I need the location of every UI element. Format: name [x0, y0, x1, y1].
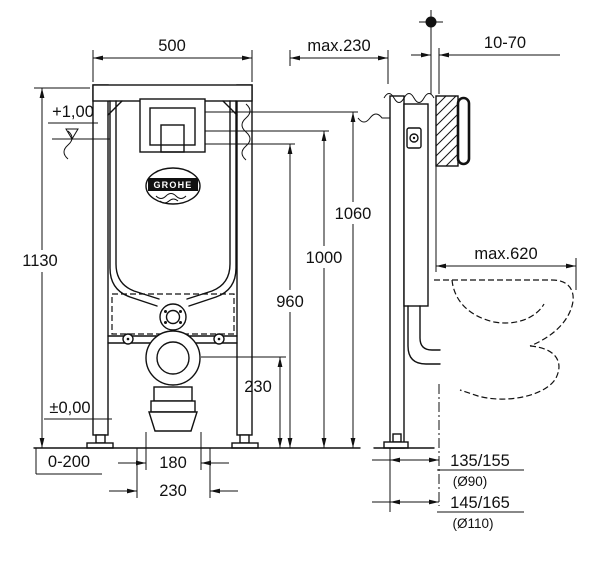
toilet-bowl-outline [434, 279, 574, 506]
dim-1060: 1060 [335, 205, 372, 223]
wall-section-hatch [435, 95, 459, 167]
flush-bend-flange [159, 303, 187, 331]
dim-max-620: max.620 [474, 245, 537, 263]
dim-10-70: 10-70 [484, 34, 526, 52]
front-view-dimensions [33, 50, 389, 498]
dia-90: (Ø90) [453, 474, 488, 489]
front-view-cistern [109, 100, 237, 307]
dimension-labels: 500 max.230 10-70 1130 +1,00 ±0,00 1060 … [22, 34, 537, 531]
dim-230-bottom: 230 [159, 482, 187, 500]
dim-145-165: 145/165 [450, 494, 510, 512]
outlet-clamp-and-foot [148, 386, 198, 432]
dim-0-200: 0-200 [48, 453, 90, 471]
brand-label: GROHE [153, 180, 192, 190]
dim-180: 180 [159, 454, 187, 472]
dim-135-155: 135/155 [450, 452, 510, 470]
dia-110: (Ø110) [452, 516, 493, 531]
side-view-dimensions [357, 48, 577, 513]
fixing-bolts [122, 333, 225, 345]
dim-500: 500 [158, 37, 186, 55]
level-zero: ±0,00 [49, 399, 90, 417]
front-view-frame [86, 84, 259, 449]
waste-outlet-circle [145, 330, 201, 386]
dim-230-outlet-height: 230 [244, 378, 272, 396]
dim-960: 960 [276, 293, 304, 311]
grohe-logo: GROHE [145, 167, 201, 205]
level-plus-1-00: +1,00 [52, 103, 94, 121]
dim-1130: 1130 [22, 252, 57, 270]
dim-1000: 1000 [306, 249, 343, 267]
flush-plate [139, 98, 206, 153]
dim-max-230: max.230 [307, 37, 370, 55]
actuation-plate-side [456, 96, 471, 166]
side-view-frame [373, 93, 441, 449]
wall-anchor-mark [419, 10, 443, 48]
